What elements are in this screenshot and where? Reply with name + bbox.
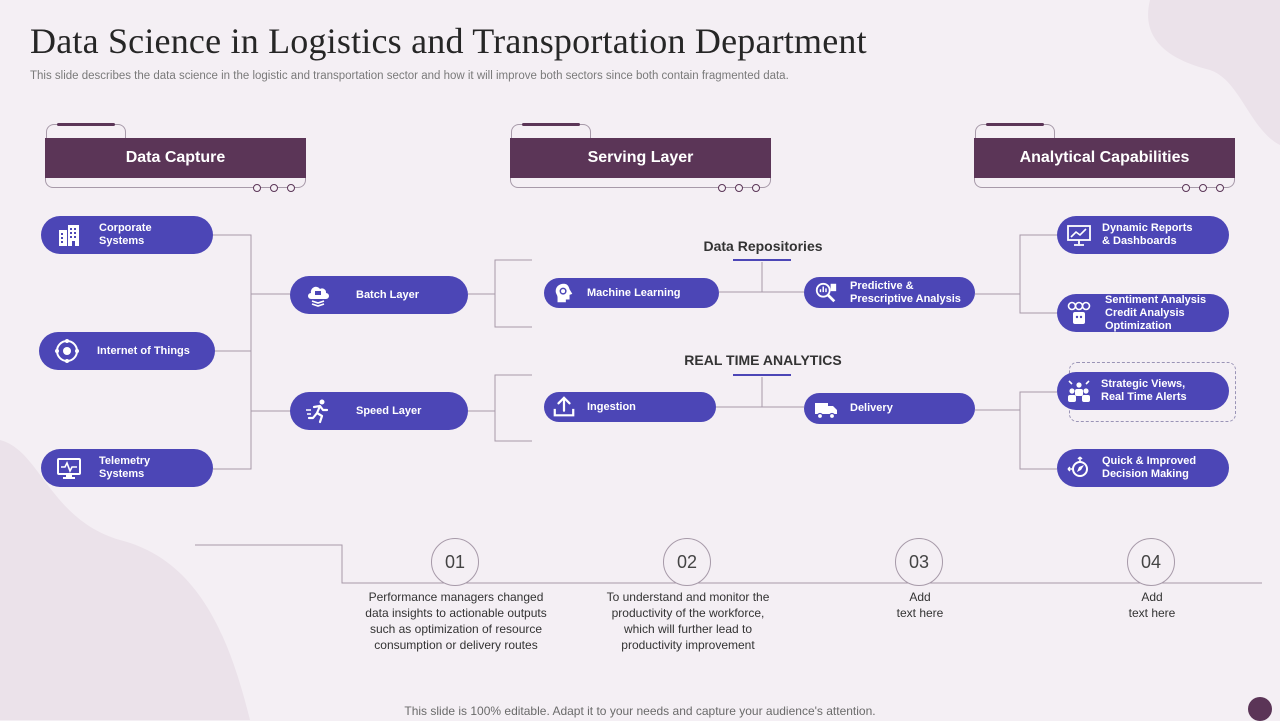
- capability-strategic-views: Strategic Views, Real Time Alerts: [1057, 372, 1229, 410]
- serving-layer-dots: [718, 184, 760, 192]
- serving-label: Ingestion: [587, 400, 636, 413]
- serving-layer-tab: [511, 123, 591, 138]
- corner-decoration: [1248, 697, 1272, 721]
- source-corporate-systems: Corporate Systems: [41, 216, 213, 254]
- predictive-prescriptive-analysis: Predictive & Prescriptive Analysis: [804, 277, 975, 308]
- speed-layer: Speed Layer: [290, 392, 468, 430]
- page-title: Data Science in Logistics and Transporta…: [30, 21, 867, 61]
- ingestion: Ingestion: [544, 392, 716, 422]
- delivery: Delivery: [804, 393, 975, 424]
- source-internet-of-things: Internet of Things: [39, 332, 215, 370]
- layer-label: Batch Layer: [356, 288, 419, 301]
- analytical-capabilities-dots: [1182, 184, 1224, 192]
- analytical-capabilities-tab: [975, 123, 1055, 138]
- layer-label: Speed Layer: [356, 404, 422, 417]
- compass-icon: [1065, 454, 1093, 482]
- data-capture-header: Data Capture: [45, 138, 306, 178]
- serving-label: Machine Learning: [587, 286, 681, 299]
- real-time-analytics-underline: [733, 374, 791, 376]
- serving-layer-header: Serving Layer: [510, 138, 771, 178]
- dashboard-icon: [1065, 221, 1093, 249]
- cloud-stack-icon: [304, 281, 332, 309]
- step-number-04: 04: [1127, 538, 1175, 586]
- capability-dynamic-reports: Dynamic Reports & Dashboards: [1057, 216, 1229, 254]
- capability-label: Quick & Improved Decision Making: [1102, 455, 1197, 480]
- data-repositories-heading: Data Repositories: [703, 238, 823, 254]
- source-label: Corporate Systems: [99, 222, 152, 247]
- page-subtitle: This slide describes the data science in…: [30, 70, 789, 82]
- step-text-04: Add text here: [1128, 590, 1176, 620]
- sentiment-icon: [1065, 299, 1093, 327]
- batch-layer: Batch Layer: [290, 276, 468, 314]
- delivery-truck-icon: [812, 395, 840, 423]
- analytical-capabilities-header: Analytical Capabilities: [974, 138, 1235, 178]
- step-text-01: Performance managers changed data insigh…: [365, 590, 547, 652]
- capability-quick-decision-making: Quick & Improved Decision Making: [1057, 449, 1229, 487]
- upload-icon: [550, 393, 578, 421]
- monitor-pulse-icon: [55, 454, 83, 482]
- source-label: Telemetry Systems: [99, 455, 151, 480]
- source-telemetry-systems: Telemetry Systems: [41, 449, 213, 487]
- real-time-analytics-heading: REAL TIME ANALYTICS: [684, 352, 842, 368]
- step-number-01: 01: [431, 538, 479, 586]
- building-icon: [55, 221, 83, 249]
- brain-gear-icon: [550, 279, 578, 307]
- iot-icon: [53, 337, 81, 365]
- capability-sentiment-analysis: Sentiment Analysis Credit Analysis Optim…: [1057, 294, 1229, 332]
- data-repositories-underline: [733, 259, 791, 261]
- data-capture-tab: [46, 123, 126, 138]
- step-number-02: 02: [663, 538, 711, 586]
- capability-label: Strategic Views, Real Time Alerts: [1101, 378, 1187, 403]
- data-capture-dots: [253, 184, 295, 192]
- output-label: Predictive & Prescriptive Analysis: [850, 279, 961, 305]
- footer-note: This slide is 100% editable. Adapt it to…: [404, 704, 876, 718]
- team-alert-icon: [1065, 377, 1093, 405]
- analysis-icon: [812, 279, 840, 307]
- capability-label: Sentiment Analysis Credit Analysis Optim…: [1105, 293, 1207, 332]
- output-label: Delivery: [850, 402, 893, 414]
- step-number-03: 03: [895, 538, 943, 586]
- runner-icon: [304, 397, 332, 425]
- machine-learning: Machine Learning: [544, 278, 719, 308]
- step-text-02: To understand and monitor the productivi…: [606, 590, 770, 652]
- capability-label: Dynamic Reports & Dashboards: [1102, 222, 1193, 247]
- source-label: Internet of Things: [97, 344, 190, 357]
- step-text-03: Add text here: [896, 590, 944, 620]
